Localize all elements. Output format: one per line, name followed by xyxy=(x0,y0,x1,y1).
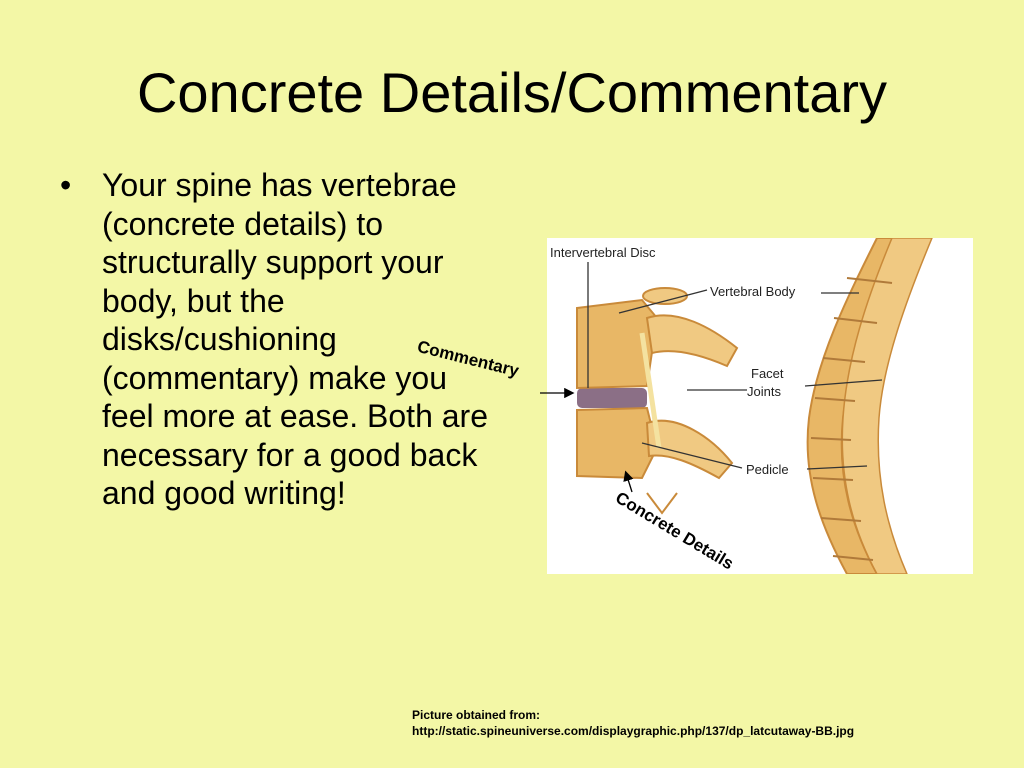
bullet-list: • Your spine has vertebrae (concrete det… xyxy=(60,166,490,513)
label-vertebral-body: Vertebral Body xyxy=(710,284,796,299)
bullet-item: • Your spine has vertebrae (concrete det… xyxy=(60,166,490,513)
label-facet: Facet xyxy=(751,366,784,381)
picture-source: Picture obtained from: http://static.spi… xyxy=(412,707,854,739)
label-pedicle: Pedicle xyxy=(746,462,789,477)
source-url: http://static.spineuniverse.com/displayg… xyxy=(412,724,855,738)
bullet-marker: • xyxy=(60,167,72,203)
spine-diagram: Intervertebral Disc Vertebral Body Facet… xyxy=(550,238,933,574)
vertebra-closeup xyxy=(576,287,739,515)
intervertebral-disc-shape xyxy=(577,388,647,408)
spine-illustration: Intervertebral Disc Vertebral Body Facet… xyxy=(547,238,973,574)
label-joints: Joints xyxy=(747,384,781,399)
spinal-column xyxy=(806,238,933,574)
slide-title: Concrete Details/Commentary xyxy=(136,61,888,124)
label-intervertebral-disc: Intervertebral Disc xyxy=(550,245,656,260)
source-line-1: Picture obtained from: xyxy=(412,708,541,722)
bullet-text: Your spine has vertebrae (concrete detai… xyxy=(102,167,488,511)
